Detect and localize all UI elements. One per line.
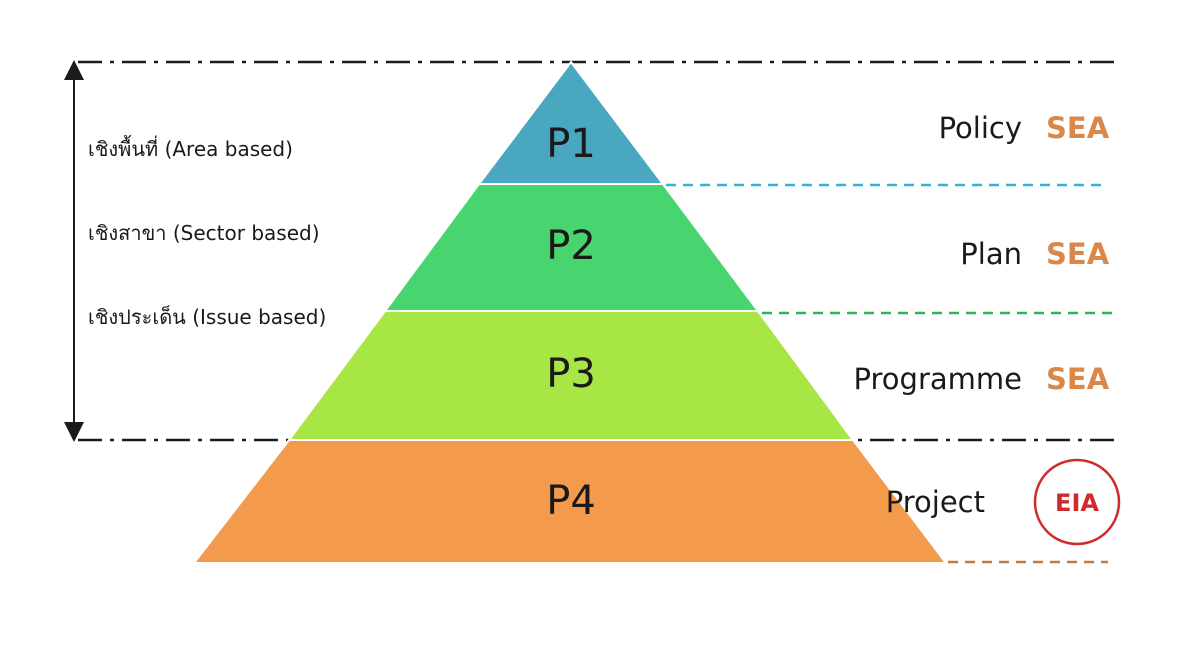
area-based-label: เชิงพื้นที่ (Area based) [88,135,293,161]
eia-circle-icon [1033,458,1121,546]
sea-label-programme: SEA [1046,362,1110,396]
pyramid-level-p4 [191,439,949,564]
policy-label: Policy [939,111,1022,145]
programme-label: Programme [854,362,1022,396]
sea-label-plan: SEA [1046,237,1110,271]
level-label-p3: P3 [546,351,596,397]
plan-label: Plan [960,237,1022,271]
project-label: Project [886,485,985,519]
sea-label-policy: SEA [1046,111,1110,145]
level-label-p1: P1 [546,121,596,167]
level-label-p2: P2 [546,223,596,269]
level-label-p4: P4 [546,478,596,524]
sector-based-label: เชิงสาขา (Sector based) [88,221,320,245]
issue-based-label: เชิงประเด็น (Issue based) [88,304,326,329]
eia-label: EIA [1055,489,1099,517]
